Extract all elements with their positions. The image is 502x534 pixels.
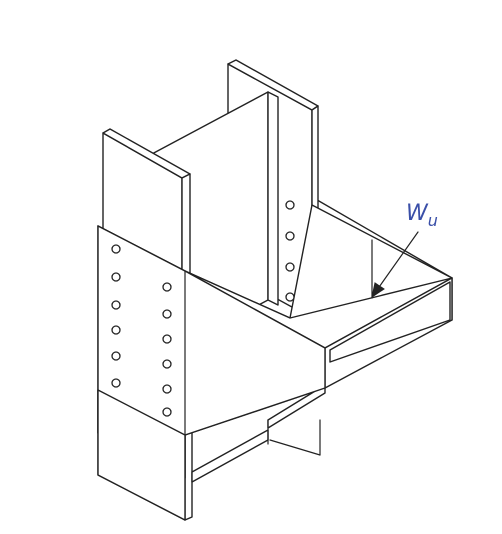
bolt-hole: [285, 292, 295, 302]
bolt-hole: [285, 262, 295, 272]
load-label-main: W: [406, 201, 429, 226]
bolt-holes-left: [111, 244, 121, 388]
load-arrow: [371, 231, 419, 299]
bolt-hole: [285, 231, 295, 241]
load-label-subscript: u: [428, 211, 438, 230]
bolt-hole: [111, 272, 121, 282]
bottom-plate-front: [97, 389, 186, 521]
bolt-hole: [162, 359, 172, 369]
web-edge: [267, 91, 279, 306]
bolt-hole: [111, 244, 121, 254]
bolt-hole: [285, 200, 295, 210]
bolt-hole: [111, 300, 121, 310]
bolt-hole: [111, 325, 121, 335]
bolt-hole: [162, 334, 172, 344]
load-label: Wu: [406, 201, 438, 230]
right-stiffener: [329, 281, 451, 363]
bolt-hole: [111, 378, 121, 388]
bolt-hole: [162, 407, 172, 417]
bolt-holes-rear-flange: [285, 200, 295, 302]
bolt-hole: [162, 282, 172, 292]
bolt-hole: [162, 384, 172, 394]
bolt-hole: [162, 309, 172, 319]
bolt-holes-right: [162, 282, 172, 417]
bolt-hole: [111, 351, 121, 361]
